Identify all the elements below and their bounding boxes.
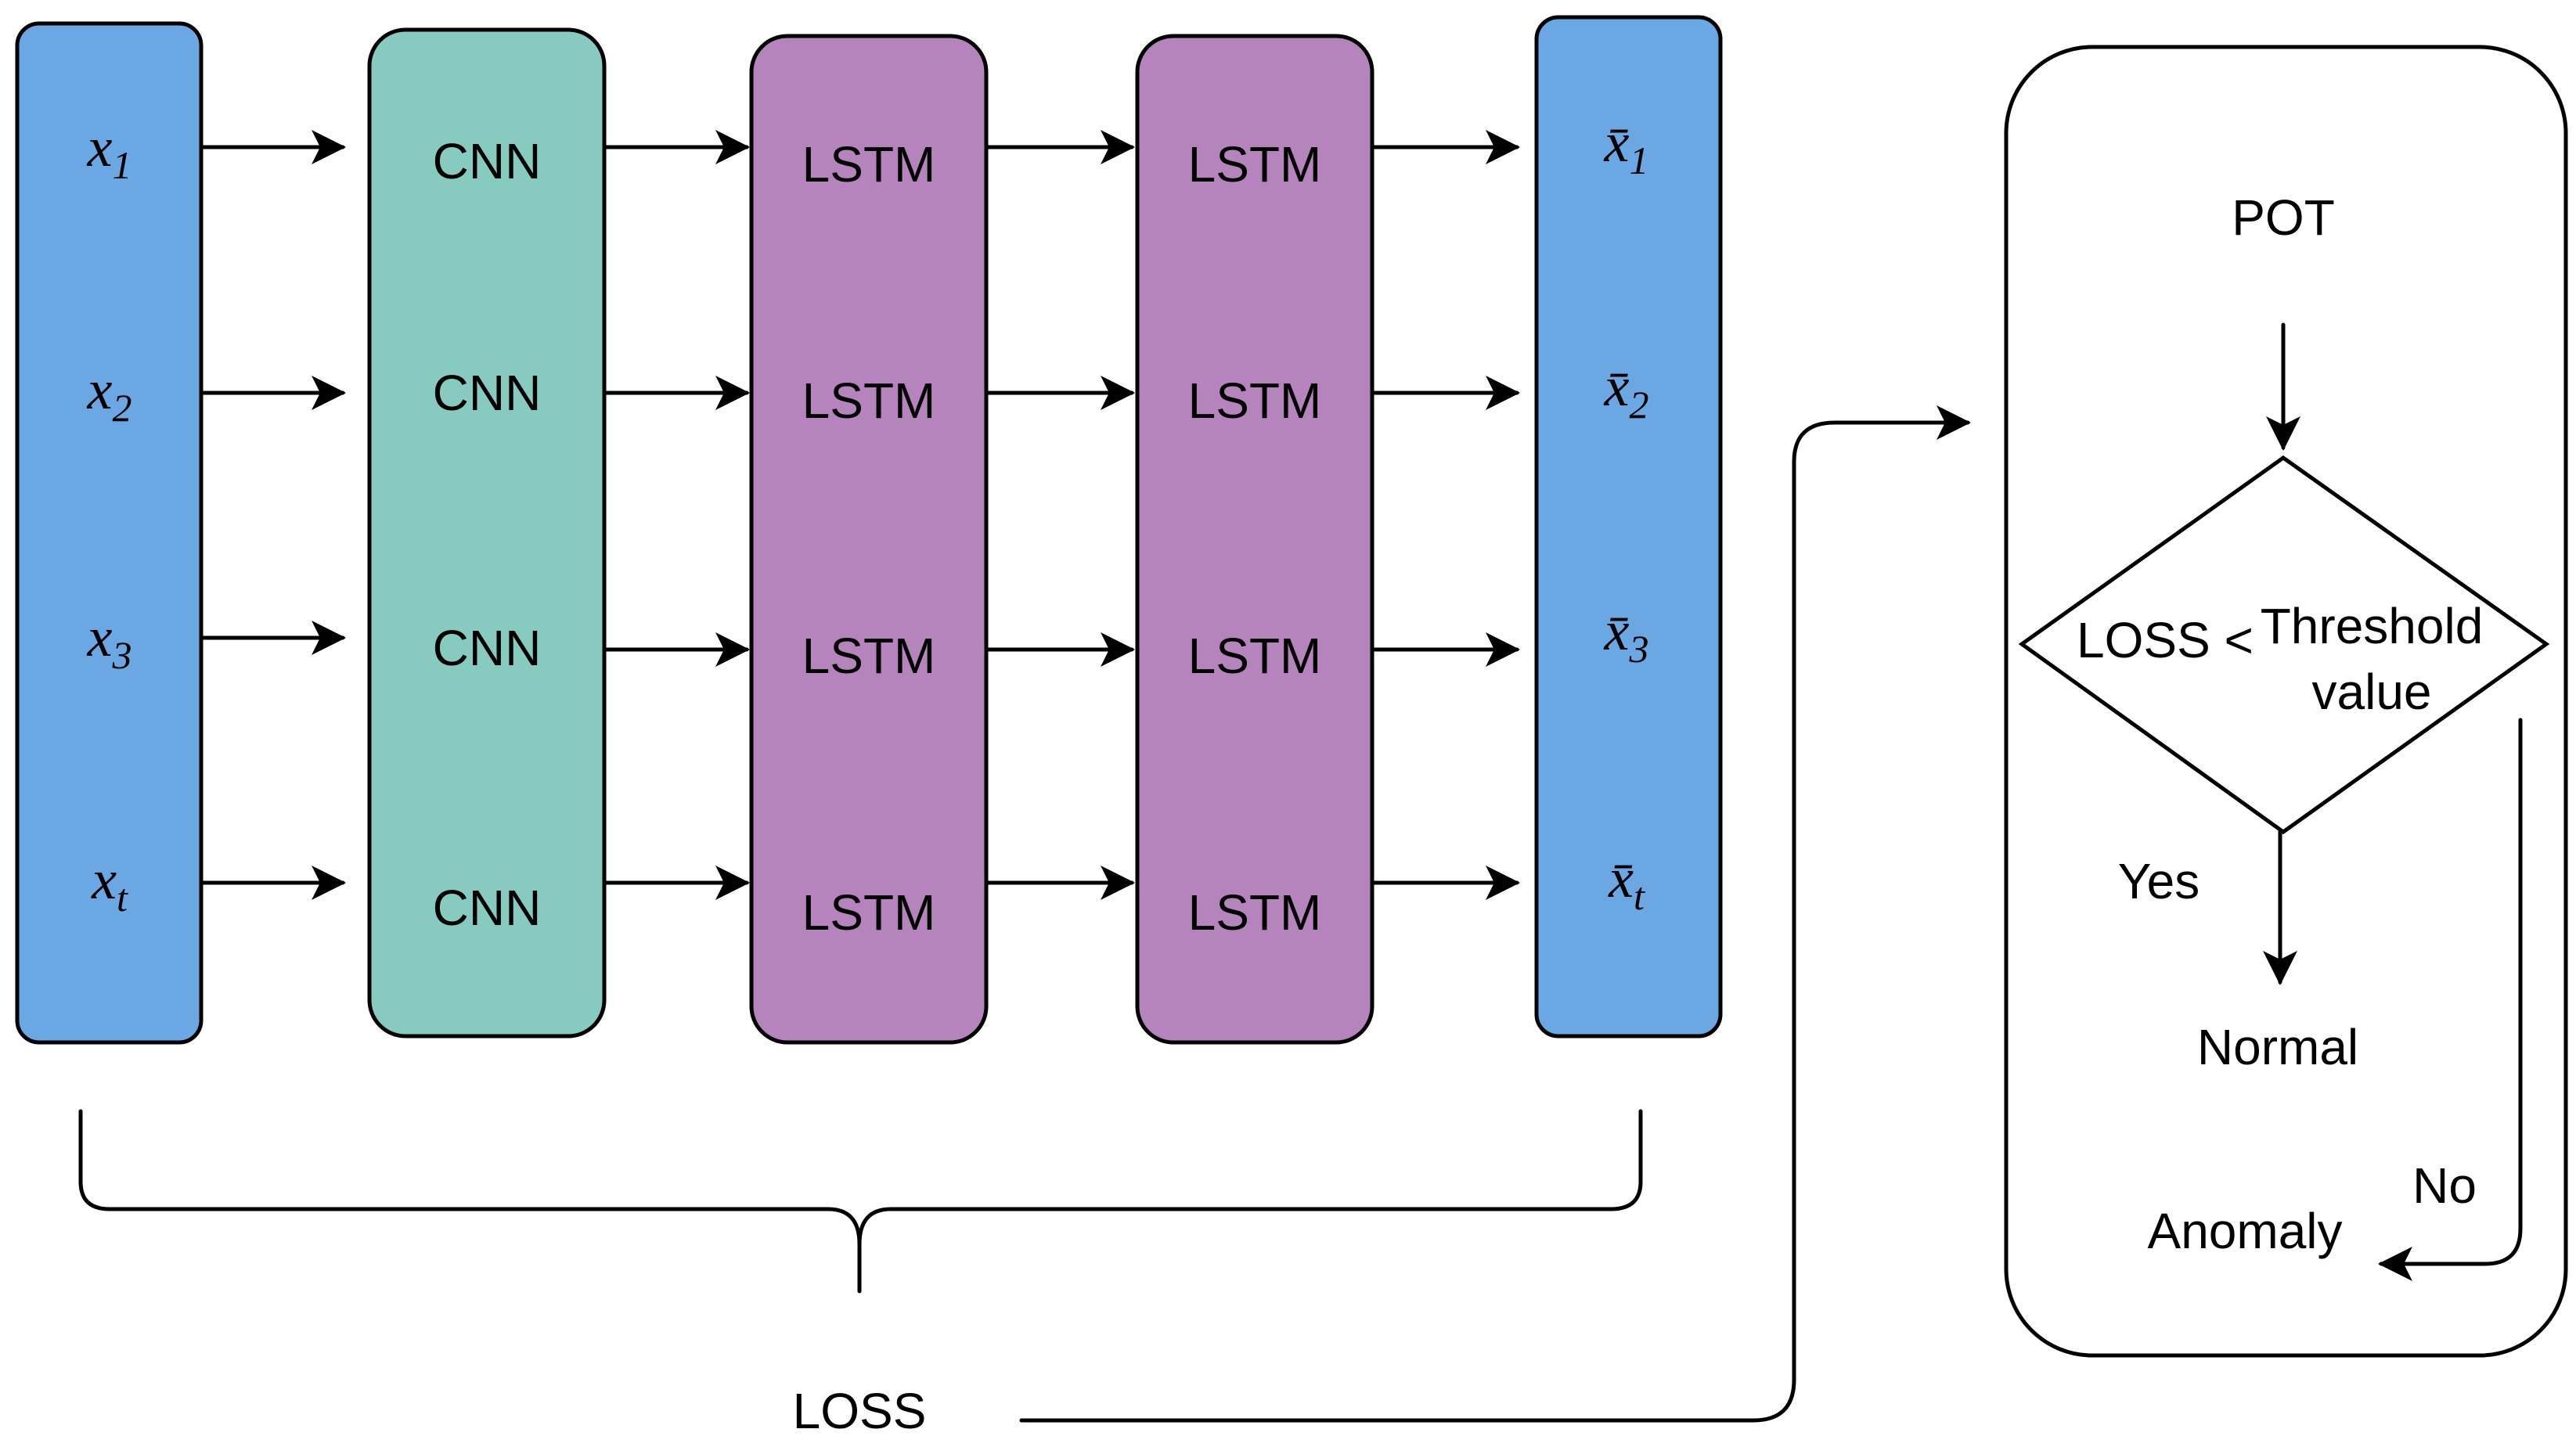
- input-label-3: x3: [87, 606, 132, 677]
- condition-right-line1: Threshold: [2261, 598, 2484, 654]
- cnn-label-3: CNN: [433, 620, 542, 676]
- loss-brace: [78, 1109, 1643, 1294]
- pot-label: POT: [2232, 189, 2335, 246]
- arrow-no-anomaly: [2378, 718, 2523, 1281]
- output-label-2: x̄2: [1604, 355, 1649, 427]
- loss-to-pot-connector: [1019, 405, 1971, 1423]
- input-label-1: x1: [87, 116, 132, 187]
- loss-label: LOSS: [793, 1383, 927, 1439]
- cnn-label-4: CNN: [433, 880, 542, 936]
- lstm1-label-3: LSTM: [802, 628, 936, 684]
- condition-left-label: LOSS <: [2077, 612, 2254, 668]
- lstm-block-1: [749, 34, 989, 1045]
- output-block: [1534, 15, 1723, 1038]
- yes-label: Yes: [2118, 853, 2200, 909]
- cnn-label-1: CNN: [433, 133, 542, 189]
- threshold-decision-diamond: [2018, 455, 2550, 835]
- no-label: No: [2412, 1157, 2477, 1214]
- output-label-t: x̄t: [1608, 847, 1645, 918]
- lstm2-label-3: LSTM: [1188, 628, 1322, 684]
- normal-label: Normal: [2197, 1019, 2358, 1075]
- lstm1-label-4: LSTM: [802, 884, 936, 941]
- input-block: [15, 21, 204, 1045]
- lstm2-label-4: LSTM: [1188, 884, 1322, 941]
- output-label-1: x̄1: [1604, 111, 1649, 182]
- input-label-t: xt: [91, 848, 128, 920]
- input-label-2: x2: [87, 358, 132, 430]
- lstm1-label-2: LSTM: [802, 373, 936, 429]
- lstm2-label-1: LSTM: [1188, 136, 1322, 193]
- cnn-label-2: CNN: [433, 365, 542, 421]
- cnn-block: [367, 27, 607, 1038]
- anomaly-label: Anomaly: [2148, 1203, 2343, 1259]
- lstm1-label-1: LSTM: [802, 136, 936, 193]
- condition-right-line2: value: [2312, 664, 2432, 720]
- lstm-block-2: [1135, 34, 1374, 1045]
- output-label-3: x̄3: [1604, 599, 1649, 671]
- lstm2-label-2: LSTM: [1188, 373, 1322, 429]
